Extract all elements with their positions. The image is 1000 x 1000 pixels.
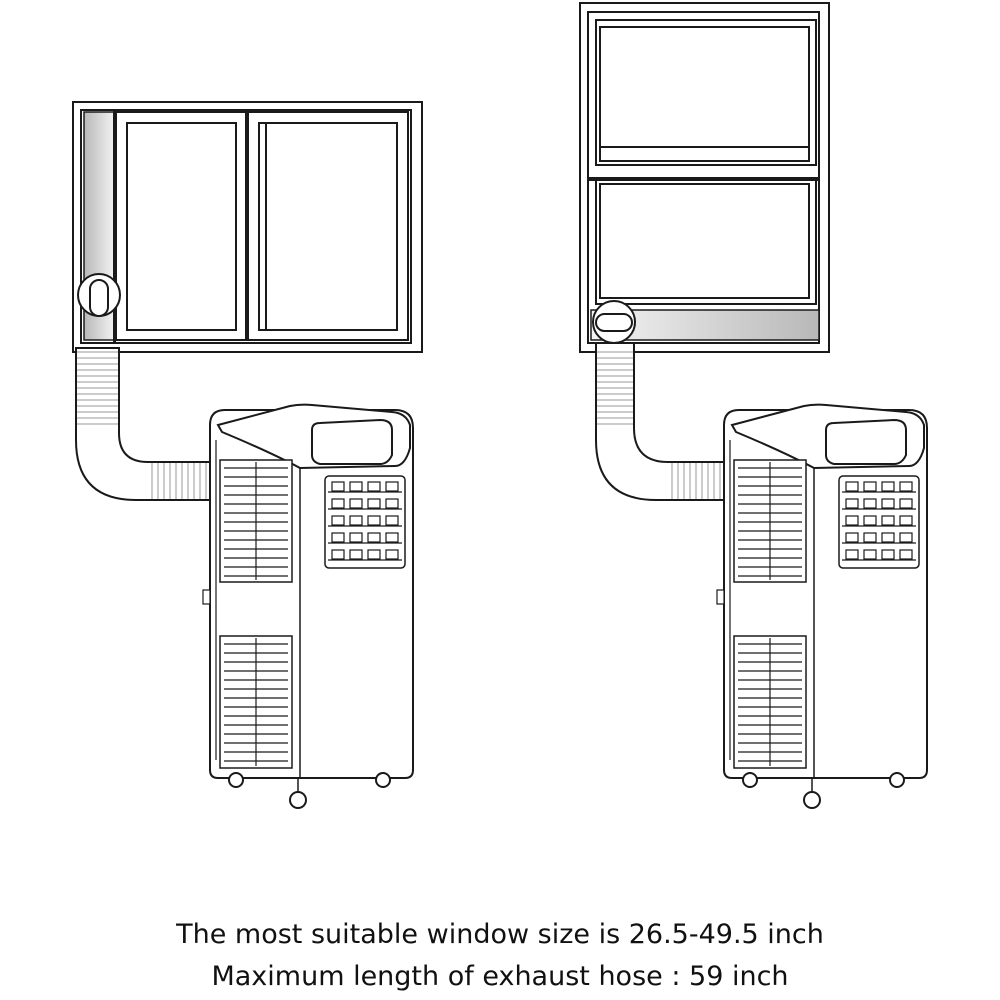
caption-window-size: The most suitable window size is 26.5-49… (176, 919, 824, 950)
hung-window (579, 2, 830, 353)
exhaust-adapter-right (592, 300, 636, 344)
sliding-window (72, 101, 423, 353)
caption-hose-length: Maximum length of exhaust hose : 59 inch (211, 961, 789, 992)
portable-ac-unit-right (716, 403, 928, 809)
portable-ac-unit-left (202, 403, 414, 809)
exhaust-adapter-left (77, 273, 121, 317)
exhaust-hose-left (75, 347, 211, 501)
installation-illustration (72, 2, 928, 809)
exhaust-hose-right (595, 342, 728, 501)
